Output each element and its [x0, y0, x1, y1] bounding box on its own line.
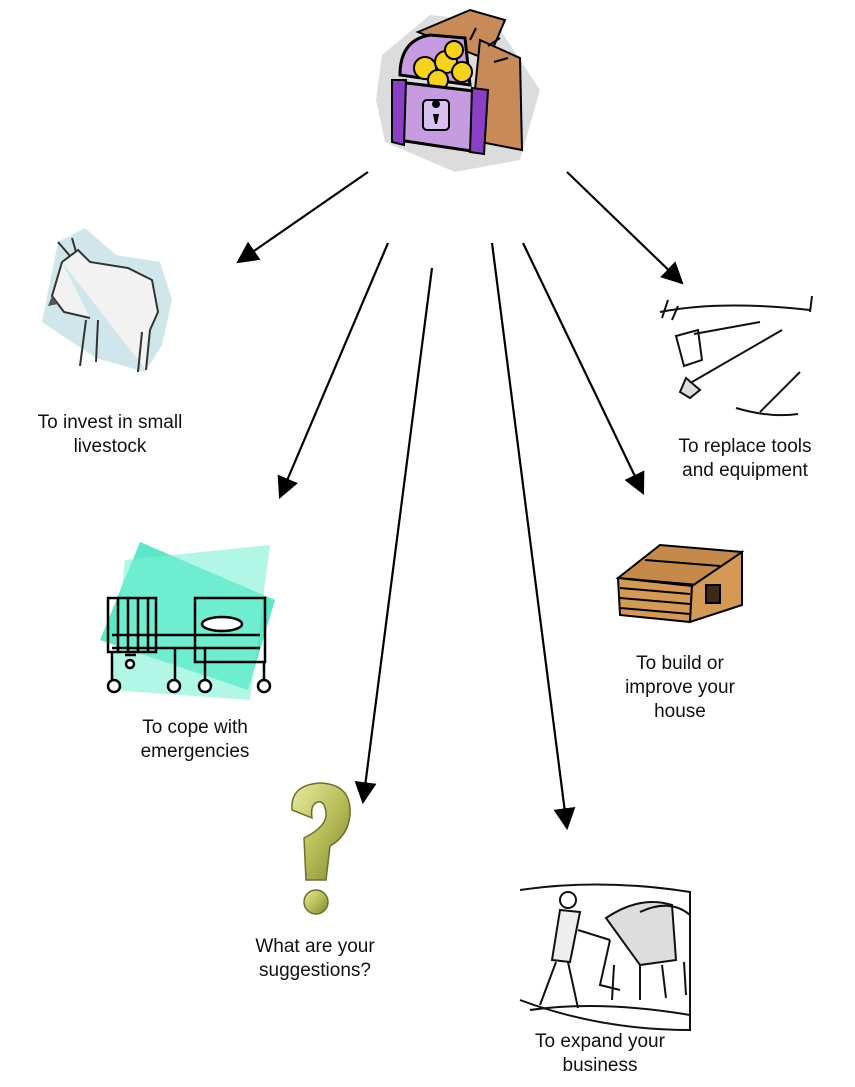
arrow-to-house [522, 242, 645, 495]
goat-icon [42, 228, 172, 373]
house-icon [615, 543, 745, 624]
house-label: To build or improve your house [625, 653, 735, 722]
question-mark-icon [291, 782, 351, 915]
emergencies-label: To cope with emergencies [140, 717, 250, 762]
treasure-chest-icon [376, 8, 540, 172]
arrow-to-business [490, 242, 576, 831]
livestock-label: To invest in small livestock [37, 412, 183, 457]
farmer-plough-icon [519, 883, 691, 1032]
arrows [236, 171, 684, 831]
business-label: To expand your business [535, 1031, 665, 1076]
arrow-to-livestock [236, 171, 369, 264]
arrow-to-suggestions [354, 267, 434, 805]
tools-icon [659, 295, 813, 417]
arrow-to-tools [566, 171, 684, 285]
tools-label: To replace tools and equipment [678, 436, 812, 481]
suggestions-label: What are your suggestions? [255, 936, 375, 981]
arrow-to-emergencies [277, 242, 390, 500]
hospital-bed-icon [100, 542, 275, 700]
